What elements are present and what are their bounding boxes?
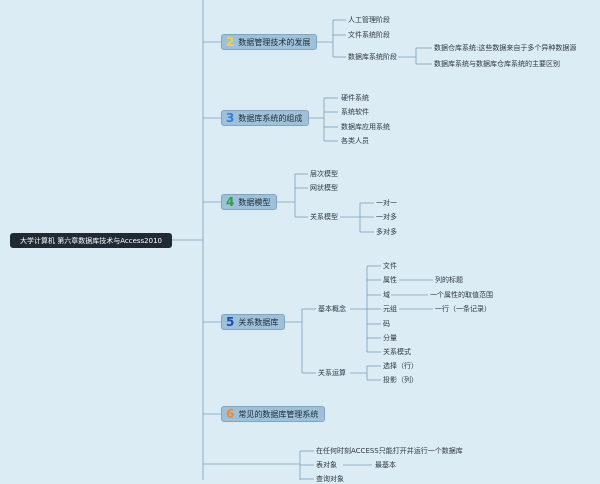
leaf-item[interactable]: 数据仓库系统:这些数据来自于多个异种数据源 xyxy=(434,44,577,52)
leaf-item[interactable]: 各类人员 xyxy=(341,137,369,145)
leaf-item[interactable]: 数据库应用系统 xyxy=(341,123,390,131)
leaf-item[interactable]: 一对一 xyxy=(376,199,397,207)
leaf-item[interactable]: 一对多 xyxy=(376,213,397,221)
topic-title: 关系数据库 xyxy=(238,317,279,327)
leaf-item[interactable]: 数据库系统与数据库仓库系统的主要区别 xyxy=(434,60,560,68)
leaf-item[interactable]: 关系模式 xyxy=(383,348,411,356)
leaf-item[interactable]: 文件系统阶段 xyxy=(348,31,390,39)
topic-common-dbms[interactable]: 6 常见的数据库管理系统 xyxy=(221,406,326,422)
leaf-item[interactable]: 基本概念 xyxy=(318,305,346,313)
leaf-item[interactable]: 关系模型 xyxy=(310,213,338,221)
topic-number: 5 xyxy=(226,315,235,329)
leaf-item[interactable]: 层次模型 xyxy=(310,170,338,178)
leaf-item[interactable]: 在任何时刻ACCESS只能打开并运行一个数据库 xyxy=(316,447,463,455)
leaf-item[interactable]: 关系运算 xyxy=(318,369,346,377)
leaf-item[interactable]: 硬件系统 xyxy=(341,94,369,102)
leaf-item[interactable]: 域 xyxy=(383,291,390,299)
topic-number: 3 xyxy=(226,111,235,125)
leaf-item[interactable]: 表对象 xyxy=(316,461,337,469)
leaf-item[interactable]: 元组 xyxy=(383,305,397,313)
leaf-item[interactable]: 查询对象 xyxy=(316,475,344,483)
topic-title: 数据模型 xyxy=(238,197,271,207)
leaf-item[interactable]: 分量 xyxy=(383,334,397,342)
topic-data-model[interactable]: 4 数据模型 xyxy=(221,194,278,210)
topic-number: 4 xyxy=(226,195,235,209)
topic-relational-database[interactable]: 5 关系数据库 xyxy=(221,314,286,330)
leaf-item[interactable]: 一个属性的取值范围 xyxy=(430,291,493,299)
topic-database-system-composition[interactable]: 3 数据库系统的组成 xyxy=(221,110,310,126)
topic-title: 数据管理技术的发展 xyxy=(238,37,311,47)
topic-title: 常见的数据库管理系统 xyxy=(238,409,319,419)
leaf-item[interactable]: 系统软件 xyxy=(341,108,369,116)
topic-title: 数据库系统的组成 xyxy=(238,113,303,123)
leaf-item[interactable]: 码 xyxy=(383,320,390,328)
leaf-item[interactable]: 最基本 xyxy=(375,461,396,469)
root-topic[interactable]: 大学计算机 第六章数据库技术与Access2010 xyxy=(10,233,172,248)
leaf-item[interactable]: 多对多 xyxy=(376,228,397,236)
leaf-item[interactable]: 文件 xyxy=(383,262,397,270)
leaf-item[interactable]: 列的标题 xyxy=(435,276,463,284)
leaf-item[interactable]: 网状模型 xyxy=(310,184,338,192)
leaf-item[interactable]: 数据库系统阶段 xyxy=(348,53,397,61)
leaf-item[interactable]: 人工管理阶段 xyxy=(348,16,390,24)
topic-number: 6 xyxy=(226,407,235,421)
leaf-item[interactable]: 属性 xyxy=(383,276,397,284)
topic-data-management-development[interactable]: 2 数据管理技术的发展 xyxy=(221,34,318,50)
leaf-item[interactable]: 一行（一条记录） xyxy=(435,305,491,313)
topic-number: 2 xyxy=(226,35,235,49)
leaf-item[interactable]: 选择（行） xyxy=(383,362,418,370)
leaf-item[interactable]: 投影（列） xyxy=(383,376,418,384)
